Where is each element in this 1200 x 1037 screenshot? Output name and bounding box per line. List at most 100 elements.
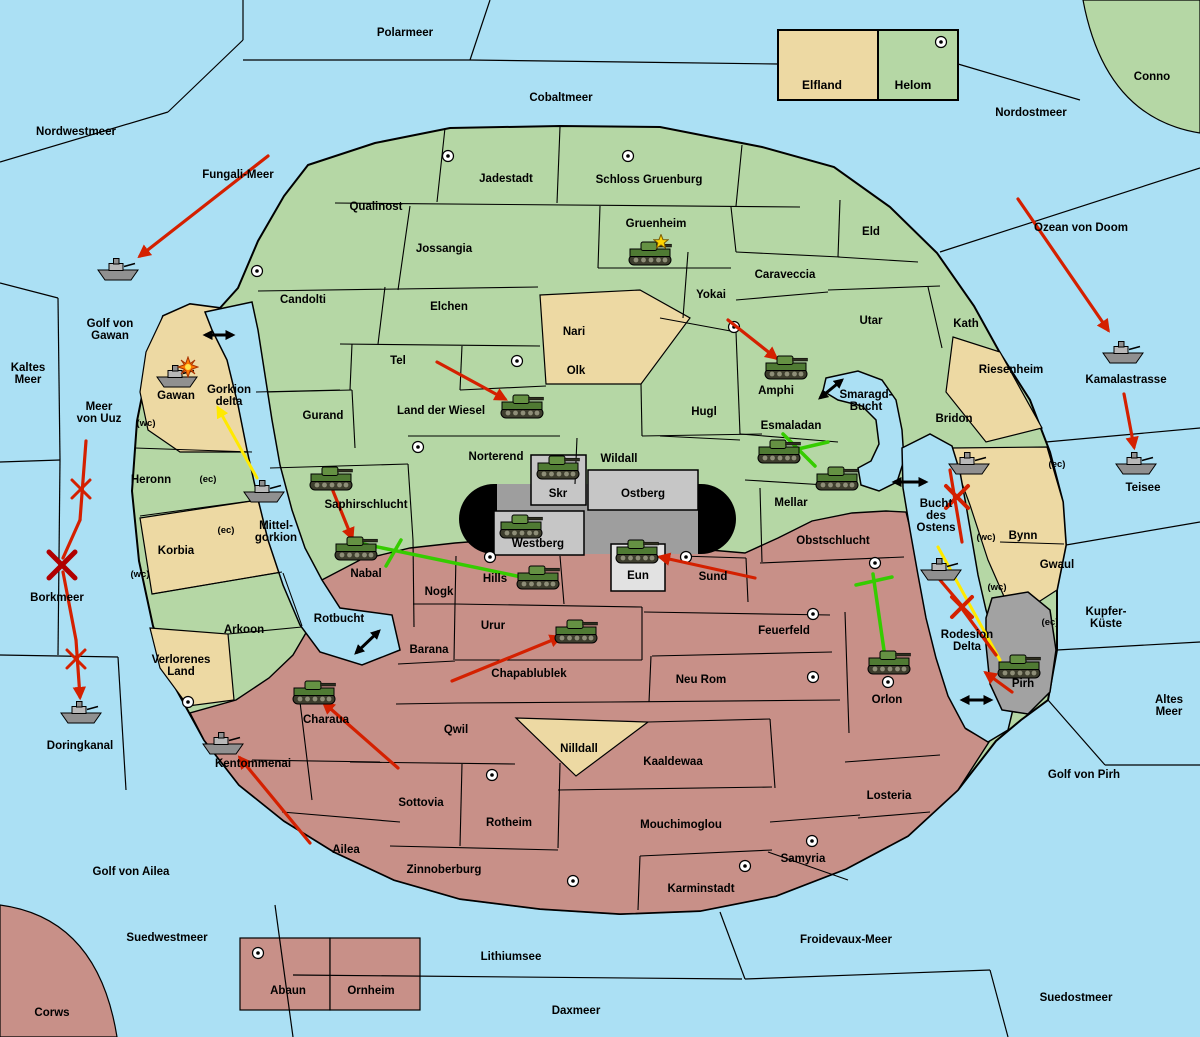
label-corws[interactable]: Corws [34,1007,69,1019]
label-hugl[interactable]: Hugl [691,406,717,418]
label-mittel[interactable]: Mittel-gorkion [255,520,297,544]
label-bynn[interactable]: Bynn [1009,530,1038,542]
label-gawan[interactable]: Gawan [157,390,195,402]
label-kentommenai[interactable]: Kentommenai [215,758,291,770]
box-ostberg[interactable] [587,469,699,511]
label-cobaltmeer[interactable]: Cobaltmeer [529,92,593,104]
label-jadestadt[interactable]: Jadestadt [479,173,533,185]
label-saphirschlucht[interactable]: Saphirschlucht [324,499,407,511]
label-karminstadt[interactable]: Karminstadt [667,883,734,895]
region-riesenheim[interactable] [945,336,1043,443]
label-norterend[interactable]: Norterend [469,451,524,463]
smaragd-bucht-water[interactable] [822,370,905,492]
island-ornheim[interactable] [329,937,421,1011]
label-froidevaux-meer[interactable]: Froidevaux-Meer [800,934,893,946]
label-gruenheim[interactable]: Gruenheim [626,218,687,230]
label-golf-von-pirh[interactable]: Golf von Pirh [1048,769,1120,781]
label-abaun[interactable]: Abaun [270,985,306,997]
label-conno[interactable]: Conno [1134,71,1170,83]
label-ailea[interactable]: Ailea [332,844,360,856]
label-olk[interactable]: Olk [567,365,586,377]
label-losteria[interactable]: Losteria [867,790,912,802]
label-nabal[interactable]: Nabal [350,568,381,580]
label-barana[interactable]: Barana [410,644,450,656]
label-utar[interactable]: Utar [859,315,883,327]
label-rotbucht[interactable]: Rotbucht [314,613,365,625]
label-daxmeer[interactable]: Daxmeer [552,1005,601,1017]
label-kaaldewaa[interactable]: Kaaldewaa [643,756,703,768]
label-mouchimoglou[interactable]: Mouchimoglou [640,819,722,831]
label-qwil[interactable]: Qwil [444,724,468,736]
label-wildall[interactable]: Wildall [601,453,638,465]
label-arkoon[interactable]: Arkoon [224,624,264,636]
label-kupfer[interactable]: Kupfer-Küste [1086,606,1127,630]
island-corws[interactable] [0,904,118,1037]
region-nari[interactable] [539,289,691,385]
label-eld[interactable]: Eld [862,226,880,238]
label-westberg[interactable]: Westberg [512,538,564,550]
label-borkmeer[interactable]: Borkmeer [30,592,84,604]
label-doringkanal[interactable]: Doringkanal [47,740,113,752]
label-teisee[interactable]: Teisee [1126,482,1161,494]
island-conno[interactable] [1082,0,1200,134]
label-ornheim[interactable]: Ornheim [347,985,394,997]
label-suedostmeer[interactable]: Suedostmeer [1040,992,1113,1004]
label-esmaladan[interactable]: Esmaladan [761,420,822,432]
label-eun[interactable]: Eun [627,570,649,582]
region-verlorenes-land[interactable] [149,627,235,707]
label-kath[interactable]: Kath [953,318,979,330]
label-lithiumsee[interactable]: Lithiumsee [481,951,542,963]
label-ozean-von-doom[interactable]: Ozean von Doom [1034,222,1128,234]
label-jossangia[interactable]: Jossangia [416,243,473,255]
region-nilldall[interactable] [514,717,650,777]
gorkion-channel-water[interactable] [203,301,401,666]
label-charaua[interactable]: Charaua [303,714,350,726]
label-sund[interactable]: Sund [699,571,728,583]
label-skr[interactable]: Skr [549,488,568,500]
label-pirh[interactable]: Pirh [1012,678,1034,690]
label-nilldall[interactable]: Nilldall [560,743,598,755]
label-obstschlucht[interactable]: Obstschlucht [796,535,870,547]
label-suedwestmeer[interactable]: Suedwestmeer [126,932,208,944]
label-heronn[interactable]: Heronn [131,474,171,486]
label-tel[interactable]: Tel [390,355,406,367]
label-bridon[interactable]: Bridon [935,413,972,425]
label-sottovia[interactable]: Sottovia [398,797,444,809]
label-gurand[interactable]: Gurand [303,410,344,422]
label-polarmeer[interactable]: Polarmeer [377,27,434,39]
label-korbia[interactable]: Korbia [158,545,195,557]
label-amphi[interactable]: Amphi [758,385,794,397]
label-orlon[interactable]: Orlon [872,694,903,706]
label-zinnoberburg[interactable]: Zinnoberburg [407,864,482,876]
label-qualinost[interactable]: Qualinost [349,201,402,213]
label-kamalastrasse[interactable]: Kamalastrasse [1085,374,1166,386]
label-feuerfeld[interactable]: Feuerfeld [758,625,810,637]
label-golf-von-ailea[interactable]: Golf von Ailea [93,866,170,878]
label-riesenheim[interactable]: Riesenheim [979,364,1044,376]
label-rotheim[interactable]: Rotheim [486,817,532,829]
label-chapablublek[interactable]: Chapablublek [491,668,567,680]
label-ostberg[interactable]: Ostberg [621,488,665,500]
label-neu-rom[interactable]: Neu Rom [676,674,726,686]
label-nogk[interactable]: Nogk [425,586,454,598]
label-nari[interactable]: Nari [563,326,585,338]
label-yokai[interactable]: Yokai [696,289,726,301]
label-nordostmeer[interactable]: Nordostmeer [995,107,1067,119]
label-fungali-meer[interactable]: Fungali-Meer [202,169,274,181]
label-caraveccia[interactable]: Caraveccia [755,269,816,281]
label-hills[interactable]: Hills [483,573,507,585]
label-samyria[interactable]: Samyria [781,853,826,865]
label-elchen[interactable]: Elchen [430,301,468,313]
label-nordwestmeer[interactable]: Nordwestmeer [36,126,116,138]
label-mellar[interactable]: Mellar [774,497,808,509]
label-land-der-wiesel[interactable]: Land der Wiesel [397,405,485,417]
label-smaragd[interactable]: Smaragd-Bucht [839,389,892,413]
